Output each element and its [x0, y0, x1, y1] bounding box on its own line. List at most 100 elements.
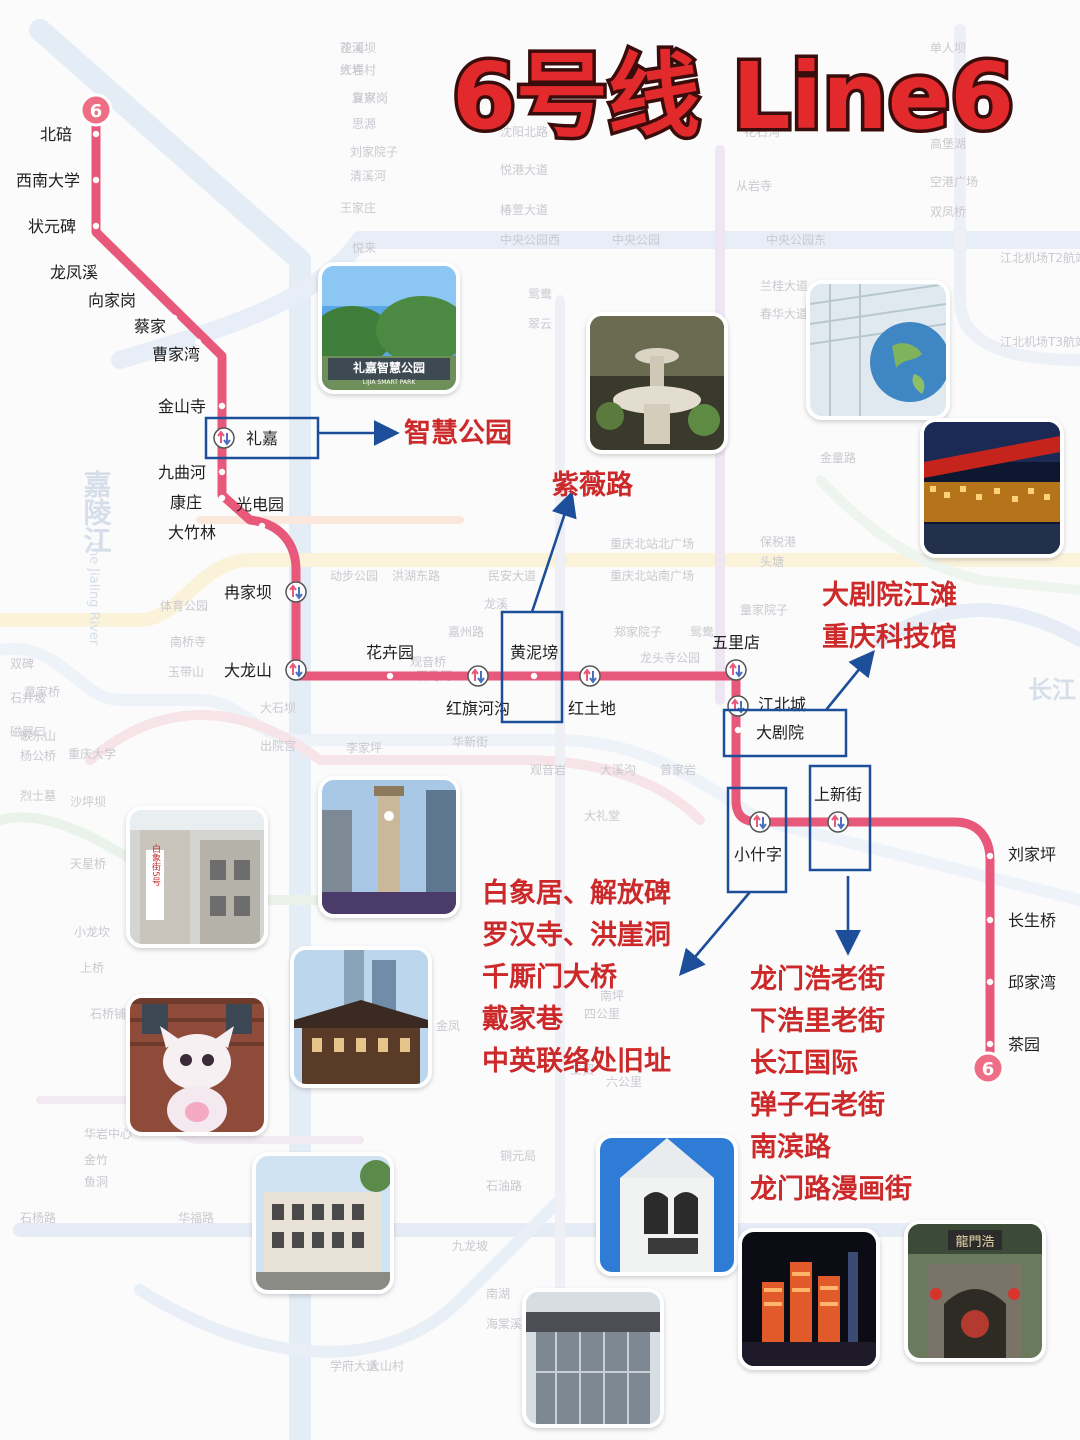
station-longfengxi[interactable]: 龙凤溪 [50, 262, 122, 282]
station-label: 康庄 [170, 493, 202, 512]
station-guangdianyuan[interactable]: 光电园 [236, 495, 284, 514]
station-xinan[interactable]: 西南大学 [16, 171, 100, 190]
station-label: 红土地 [568, 699, 616, 718]
station-label: 金山寺 [158, 397, 206, 416]
poi-item: 中英联络处旧址 [482, 1045, 671, 1077]
background-station-label: 铜元局 [500, 1148, 536, 1163]
station-hongqihegou[interactable]: 红旗河沟 [446, 665, 510, 718]
highlight-box-xiaoshizi [726, 786, 788, 894]
background-station-label: 中央公园 [612, 232, 660, 247]
background-station-label: 学府大道 [330, 1358, 378, 1373]
transfer-station-icon [285, 581, 307, 603]
background-station-label: 龙溪 [484, 597, 508, 611]
station-caijia[interactable]: 蔡家 [134, 314, 178, 336]
station-label: 邱家湾 [1008, 973, 1056, 992]
station-dot [170, 314, 178, 322]
arrow-dajuyuan [824, 649, 875, 711]
transfer-arrow-icon [831, 814, 839, 827]
station-dalongshan[interactable]: 大龙山 [224, 659, 307, 681]
background-station-label: 大山村 [368, 1359, 404, 1373]
background-station-label: 大坪 [340, 63, 364, 77]
station-ranjiaba[interactable]: 冉家坝 [224, 581, 307, 603]
photo-jiangtan-night [920, 418, 1064, 558]
station-dot [218, 402, 226, 410]
station-dot [386, 672, 394, 680]
transfer-station-icon [213, 427, 235, 449]
transfer-arrow-icon [837, 817, 845, 830]
station-jiangbeicheng[interactable]: 江北城 [727, 695, 806, 717]
background-station-label: 沈阳北路 [500, 124, 548, 139]
poi-item: 重庆科技馆 [822, 621, 957, 653]
station-beibei[interactable]: 北碚 [40, 125, 100, 144]
transfer-station-icon [725, 659, 747, 681]
station-dot [218, 494, 226, 502]
station-huahuiyuan[interactable]: 花卉园 [366, 643, 414, 680]
background-station-label: 歌乐山 [20, 728, 56, 743]
transfer-station-icon [749, 811, 771, 833]
background-station-label: 体育公园 [160, 598, 208, 613]
station-hongtudi[interactable]: 红土地 [568, 665, 616, 718]
station-wulidian[interactable]: 五里店 [712, 633, 760, 681]
station-caojiawan[interactable]: 曹家湾 [152, 338, 202, 364]
poi-item: 长江国际 [750, 1048, 858, 1079]
poi-item: 弹子石老街 [750, 1090, 885, 1121]
station-dajuyuan[interactable]: 大剧院 [734, 723, 804, 742]
transfer-arrow-icon [217, 430, 225, 443]
station-dot [986, 852, 994, 860]
station-label: 五里店 [712, 633, 760, 652]
background-station-label: 童家院子 [740, 602, 788, 617]
station-kangzhuang[interactable]: 康庄 [170, 493, 226, 512]
station-qiujiawan[interactable]: 邱家湾 [986, 973, 1056, 992]
background-station-label: 头塘 [760, 554, 784, 569]
poi-lijia: 智慧公园 [404, 418, 512, 449]
background-station-label: 郑家院子 [614, 624, 662, 639]
background-station-label: 九龙坡 [452, 1239, 488, 1253]
station-liujiaping[interactable]: 刘家坪 [986, 845, 1056, 864]
poi-item: 大剧院江滩 [822, 579, 957, 611]
photo-church-tower [596, 1134, 738, 1276]
station-changshengqiao[interactable]: 长生桥 [986, 911, 1056, 930]
station-chayuan[interactable]: 茶园 [986, 1035, 1040, 1054]
transfer-station-icon [727, 695, 749, 717]
transfer-station-icon [467, 665, 489, 687]
highlight-box-huangnibang [500, 610, 564, 724]
station-dazhulin[interactable]: 大竹林 [168, 522, 266, 542]
background-station-label: 曾家岩 [660, 762, 696, 777]
background-station-label: 从岩寺 [736, 178, 772, 193]
river-label-jialing: 嘉陵江 [80, 470, 113, 554]
background-station-label: 金竹 [84, 1152, 108, 1167]
background-station-labels: 沙河坝红岩村复兴思源刘家院子清溪河王家庄悦来沈阳北路悦港大道椿萱大道中央公园西中… [10, 40, 1080, 1373]
transfer-arrow-icon [589, 671, 597, 684]
background-station-label: 华岩中心 [84, 1126, 132, 1141]
background-station-label: 春华大道 [760, 307, 808, 321]
park-sign-text-en: LIJIA SMART PARK [363, 379, 417, 386]
station-jinshansi[interactable]: 金山寺 [158, 397, 226, 416]
bg-line-right [954, 24, 1080, 366]
station-jiuquhe[interactable]: 九曲河 [158, 463, 226, 482]
station-label: 小什字 [734, 845, 782, 864]
background-station-label: 空港广场 [930, 175, 978, 189]
station-zhuangyuanbei[interactable]: 状元碑 [28, 217, 100, 236]
photo-jiefangbei [318, 776, 460, 918]
background-station-label: 上桥 [80, 961, 104, 975]
station-dot [258, 522, 266, 530]
station-huangnibang[interactable]: 黄泥塝 [510, 643, 558, 680]
line-6-route [91, 107, 995, 1073]
background-station-label: 四公里 [584, 1007, 620, 1021]
background-station-label: 王家庄 [340, 200, 376, 215]
background-station-label: 金凤 [436, 1018, 460, 1033]
station-xiaoshizi[interactable]: 小什字 [734, 811, 782, 864]
park-sign-text: 礼嘉智慧公园 [353, 360, 425, 375]
background-station-label: 袁家岗 [352, 90, 388, 105]
transfer-station-icon [285, 659, 307, 681]
river-label-changjiang: 长江 [1028, 676, 1076, 704]
background-station-label: 金童路 [820, 450, 856, 465]
station-shangxinjie[interactable]: 上新街 [814, 785, 862, 833]
poi-item: 下浩里老街 [750, 1006, 885, 1037]
station-lijia[interactable]: 礼嘉 [213, 427, 278, 449]
station-dot [92, 222, 100, 230]
station-xiangjiagang[interactable]: 向家岗 [88, 290, 152, 310]
background-station-label: 石油路 [486, 1178, 522, 1193]
background-station-label: 南坪 [600, 988, 624, 1003]
station-dot [144, 290, 152, 298]
